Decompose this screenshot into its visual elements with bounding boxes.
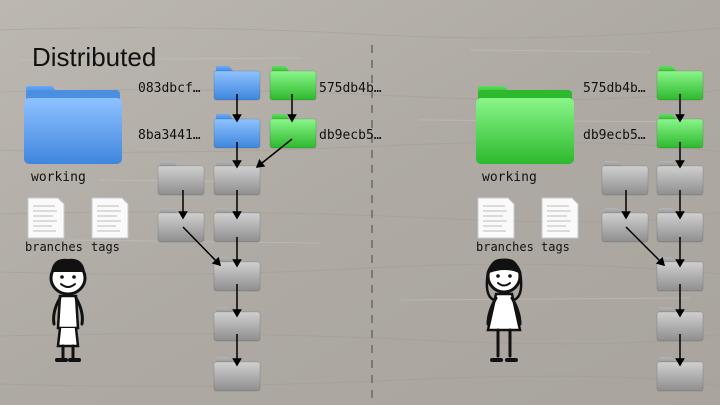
left-arrow-9-arrowhead [232,309,242,318]
left-arrow-8-arrowhead [232,259,242,268]
right-arrow-8-arrowhead [675,358,685,367]
left-branches-label: branches [25,240,83,254]
right-arrow-3-arrowhead [621,211,631,220]
commit-graph [157,66,704,392]
left-blue-commit-hash-2: 8ba3441… [138,128,201,143]
right-arrow-1-arrowhead [675,114,685,123]
left-working-folder-icon [24,86,122,164]
boy-figure-icon [49,258,87,362]
left-arrow-7-line [182,226,217,262]
left-blue-commit-folder-1 [213,66,261,101]
left-tags-document-icon [91,197,129,239]
right-arrow-4-arrowhead [675,211,685,220]
left-green-commit-hash-1: 575db4b… [319,81,382,96]
left-arrow-10-arrowhead [232,358,242,367]
left-tags-label: tags [91,240,120,254]
right-arrow-2-arrowhead [675,160,685,169]
right-arrow-6-arrowhead [675,259,685,268]
right-tags-document-icon [541,197,579,239]
left-arrow-1-arrowhead [232,114,242,123]
right-working-label: working [482,170,537,185]
girl-figure-icon [485,258,523,362]
right-branches-document-icon [477,197,515,239]
left-arrow-5-arrowhead [178,211,188,220]
left-arrow-4-arrowhead [255,159,266,168]
left-arrow-6-arrowhead [232,211,242,220]
left-green-commit-hash-2: db9ecb5… [319,128,382,143]
right-gray-commit-folder-7 [656,357,704,392]
left-blue-commit-hash-1: 083dbcf… [138,81,201,96]
right-gray-commit-folder-1 [601,161,649,196]
left-arrow-2-arrowhead [287,114,297,123]
left-branches-document-icon [27,197,65,239]
slide-title: Distributed [32,42,157,72]
left-arrow-3-arrowhead [232,160,242,169]
right-working-folder-icon [476,86,574,164]
right-arrow-5-arrowhead [655,256,666,267]
left-working-label: working [31,170,86,185]
right-green-commit-hash-1: 575db4b… [583,81,646,96]
right-gray-commit-folder-3 [601,208,649,243]
right-branches-label: branches [476,240,534,254]
left-green-commit-folder-1 [269,66,317,101]
right-arrow-5-line [625,226,661,262]
right-green-commit-folder-2 [656,114,704,149]
right-tags-label: tags [541,240,570,254]
left-gray-commit-folder-1 [157,161,205,196]
right-green-commit-hash-2: db9ecb5… [583,128,646,143]
right-arrow-7-arrowhead [675,309,685,318]
left-arrow-7-arrowhead [211,256,222,267]
left-arrow-4-line [261,138,293,164]
